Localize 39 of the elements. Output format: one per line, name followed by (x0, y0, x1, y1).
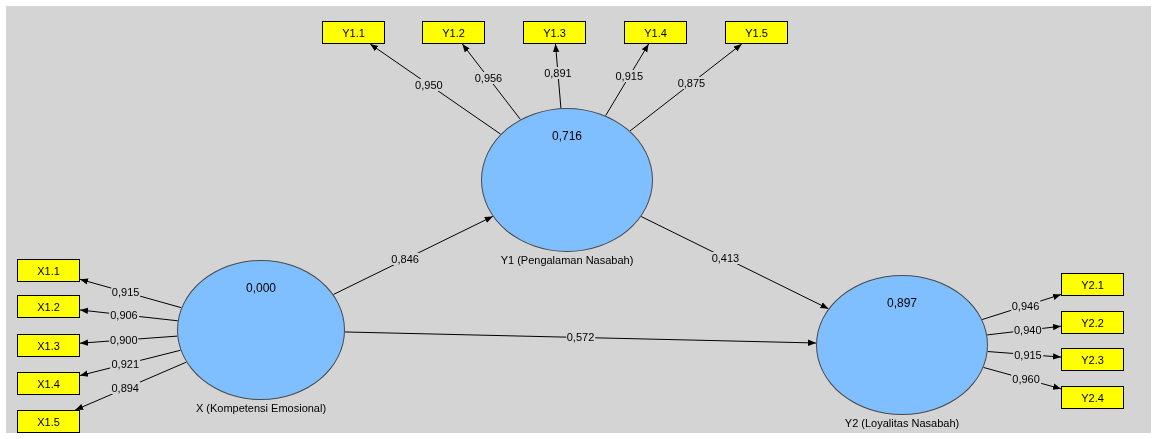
edge-label: 0,946 (1010, 299, 1041, 312)
indicator-box: Y2.1 (1061, 273, 1124, 296)
indicator-box: X1.5 (17, 410, 80, 433)
r-squared-value: 0,897 (887, 296, 917, 310)
indicator-box: X1.2 (17, 295, 80, 318)
edge-label: 0,875 (676, 77, 707, 90)
edge-label: 0,894 (110, 382, 140, 395)
indicator-box: Y1.1 (322, 21, 385, 44)
edge-label: 0,906 (109, 308, 139, 321)
edge-label: 0,846 (390, 253, 420, 266)
edge-label: 0,915 (1013, 348, 1043, 361)
indicator-box: Y1.5 (725, 21, 788, 44)
indicator-box: X1.3 (17, 334, 80, 357)
indicator-box: Y1.2 (422, 21, 485, 44)
indicator-box: Y1.4 (624, 21, 687, 44)
indicator-box: X1.1 (17, 259, 80, 282)
indicator-box: Y2.4 (1061, 386, 1124, 409)
indicator-box: Y1.3 (523, 21, 586, 44)
edge-label: 0,956 (473, 71, 504, 84)
edge-label: 0,940 (1012, 324, 1043, 337)
r-squared-value: 0,716 (552, 129, 582, 143)
arrow (629, 43, 743, 132)
edge-label: 0,572 (565, 331, 596, 344)
edge-label: 0,960 (1011, 373, 1041, 386)
edge-label: 0,891 (543, 66, 573, 79)
indicator-box: Y2.3 (1061, 348, 1124, 371)
indicator-box: X1.4 (17, 372, 80, 395)
edge-label: 0,921 (110, 358, 140, 371)
edge-label: 0,900 (109, 334, 139, 346)
edge-label: 0,915 (110, 286, 141, 299)
edge-label: 0,915 (614, 70, 644, 83)
indicator-box: Y2.2 (1061, 311, 1124, 334)
r-squared-value: 0,000 (246, 281, 276, 295)
construct-label: X (Kompetensi Emosional) (195, 402, 327, 414)
edge-label: 0,413 (710, 252, 741, 264)
construct-label: Y2 (Loyalitas Nasabah) (844, 417, 960, 429)
edge-label: 0,950 (414, 78, 444, 91)
arrow (344, 331, 817, 346)
construct-label: Y1 (Pengalaman Nasabah) (500, 254, 634, 266)
